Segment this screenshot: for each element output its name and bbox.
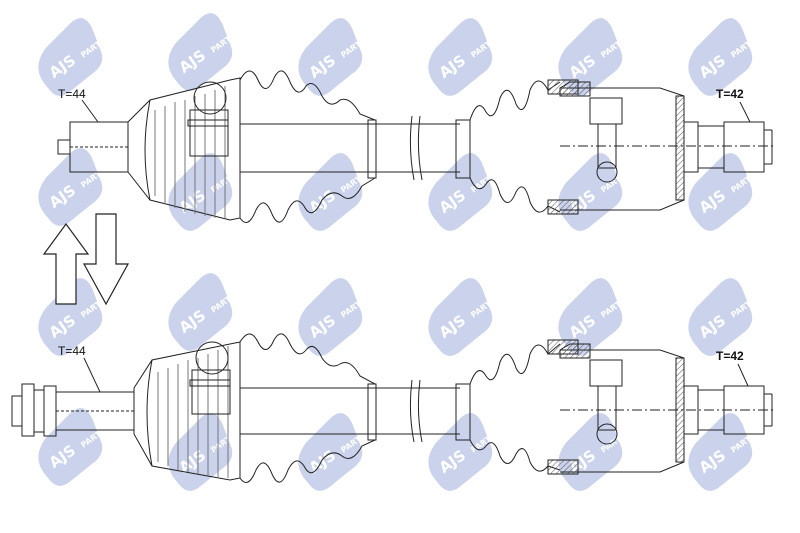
bottom-boot-outer <box>239 333 376 385</box>
top-inner-thread <box>723 121 765 173</box>
bottom-outer-thread-label: T=44 <box>58 344 86 358</box>
arrow-down-icon <box>82 213 130 306</box>
swap-arrows <box>42 213 130 306</box>
arrow-up-icon <box>42 222 90 305</box>
top-stub-tip <box>57 139 71 155</box>
bottom-boot-inner <box>469 343 561 385</box>
top-inner-thread-label: T=42 <box>716 87 744 101</box>
top-shaft <box>57 70 776 223</box>
bottom-shaft <box>11 333 776 483</box>
top-outer-thread-label: T=44 <box>58 87 86 101</box>
top-boot-outer <box>239 70 376 121</box>
bottom-inner-thread-label: T=42 <box>716 349 744 363</box>
top-boot-inner <box>469 80 561 121</box>
bottom-inner-thread <box>723 385 765 435</box>
